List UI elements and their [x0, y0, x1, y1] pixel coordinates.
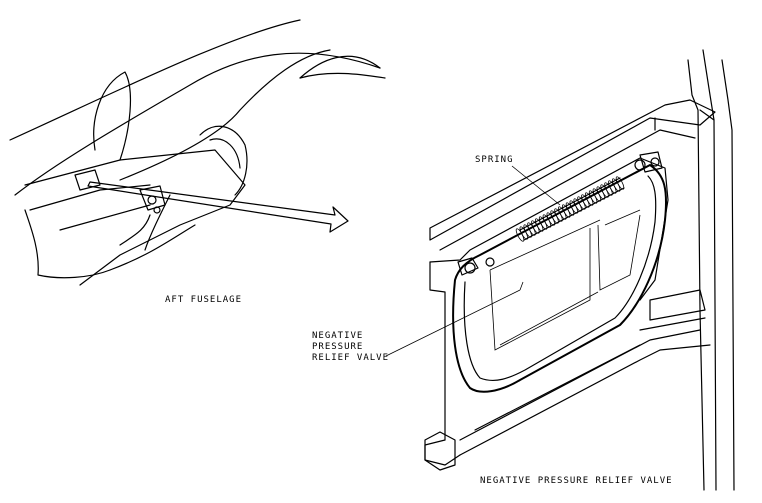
callout-line-2: PRESSURE	[312, 342, 364, 352]
callout-line-3: RELIEF VALVE	[312, 353, 390, 363]
relief-valve-drawing	[385, 49, 735, 491]
callout-line-1: NEGATIVE	[312, 331, 364, 341]
spring-coil-turn	[615, 176, 625, 190]
spring-label: SPRING	[475, 155, 514, 165]
aft-fuselage-drawing	[9, 19, 386, 286]
bottom-caption: NEGATIVE PRESSURE RELIEF VALVE	[480, 476, 673, 486]
aft-fuselage-label: AFT FUSELAGE	[165, 295, 243, 305]
